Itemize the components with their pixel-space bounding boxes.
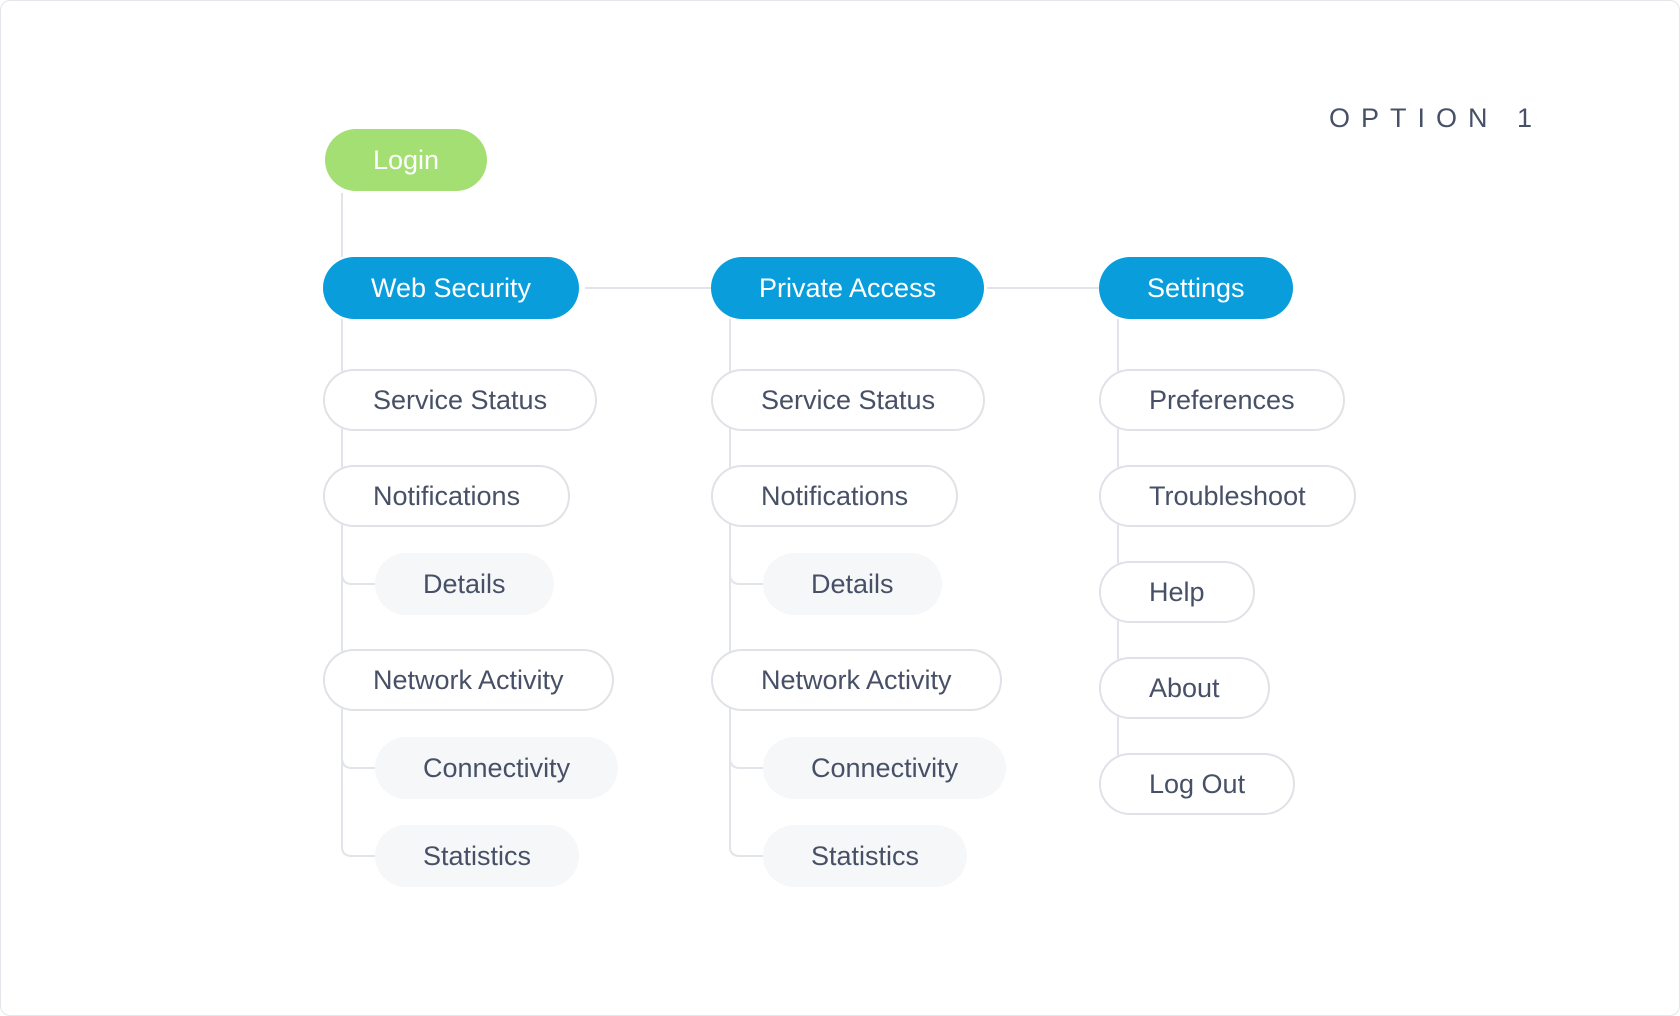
connector-details-branch-1 (341, 573, 377, 585)
option-label: OPTION 1 (1328, 103, 1543, 133)
connector-statistics-branch-1 (341, 846, 377, 857)
private-access-connectivity-node[interactable]: Connectivity (763, 737, 1007, 799)
connector-statistics-branch-2 (729, 846, 765, 857)
settings-log-out-node[interactable]: Log Out (1099, 753, 1296, 815)
settings-preferences-node[interactable]: Preferences (1099, 369, 1345, 431)
connector-connectivity-branch-2 (729, 757, 765, 769)
web-security-details-node[interactable]: Details (375, 553, 554, 615)
private-access-node[interactable]: Private Access (711, 257, 985, 319)
web-security-network-activity-node[interactable]: Network Activity (323, 649, 614, 711)
private-access-statistics-node[interactable]: Statistics (763, 825, 968, 887)
web-security-notifications-node[interactable]: Notifications (323, 465, 571, 527)
private-access-network-activity-node[interactable]: Network Activity (711, 649, 1002, 711)
web-security-connectivity-node[interactable]: Connectivity (375, 737, 619, 799)
settings-help-node[interactable]: Help (1099, 561, 1255, 623)
private-access-details-node[interactable]: Details (763, 553, 942, 615)
web-security-statistics-node[interactable]: Statistics (375, 825, 580, 887)
web-security-service-status-node[interactable]: Service Status (323, 369, 598, 431)
login-node[interactable]: Login (325, 129, 488, 191)
web-security-node[interactable]: Web Security (323, 257, 580, 319)
private-access-notifications-node[interactable]: Notifications (711, 465, 959, 527)
private-access-service-status-node[interactable]: Service Status (711, 369, 986, 431)
settings-troubleshoot-node[interactable]: Troubleshoot (1099, 465, 1356, 527)
settings-node[interactable]: Settings (1099, 257, 1293, 319)
connector-details-branch-2 (729, 573, 765, 585)
settings-about-node[interactable]: About (1099, 657, 1270, 719)
connector-connectivity-branch-1 (341, 757, 377, 769)
